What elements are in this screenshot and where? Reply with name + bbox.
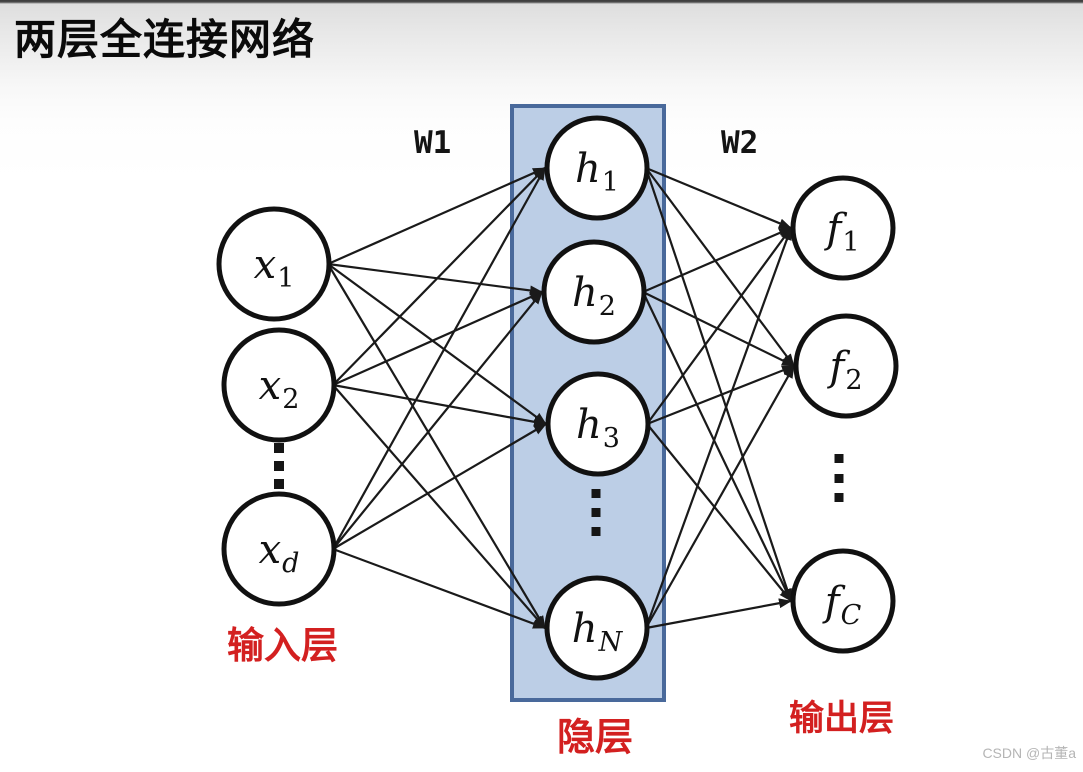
edge-x2-h1 bbox=[332, 167, 546, 386]
node-fC-circle bbox=[790, 548, 896, 654]
watermark: CSDN @古董a bbox=[982, 745, 1076, 761]
edge-h3-fC bbox=[646, 423, 792, 602]
node-x1-label: x1 bbox=[254, 242, 295, 294]
node-x2-circle bbox=[221, 327, 337, 443]
node-h2-label: h2 bbox=[572, 270, 616, 322]
input-layer-label: 输入层 bbox=[227, 625, 338, 666]
output-layer-label: 输出层 bbox=[789, 699, 895, 738]
node-xd-circle bbox=[221, 491, 337, 607]
node-x1-circle bbox=[216, 206, 332, 322]
node-fC-label: fC bbox=[822, 579, 862, 631]
node-h3-label: h3 bbox=[576, 402, 620, 454]
edge-x1-hN bbox=[327, 263, 546, 629]
edge-h3-f1 bbox=[646, 227, 792, 425]
edge-h2-f2 bbox=[642, 291, 795, 367]
ellipsis-dots-x2-xd bbox=[274, 443, 284, 489]
node-hN-label: hN bbox=[572, 606, 624, 658]
edge-x1-h1 bbox=[327, 166, 546, 266]
edge-x1-h3 bbox=[327, 263, 547, 425]
edge-h2-f1 bbox=[642, 226, 792, 294]
edge-hN-fC bbox=[645, 598, 792, 630]
edge-h1-f2 bbox=[645, 167, 795, 367]
weights-w2-label: W2 bbox=[721, 125, 759, 161]
edge-h2-fC bbox=[642, 291, 792, 602]
edge-h3-f2 bbox=[646, 364, 795, 426]
edge-h1-f1 bbox=[645, 166, 792, 230]
node-f1-circle bbox=[790, 175, 896, 281]
edge-xd-h2 bbox=[332, 291, 543, 550]
ellipsis-dots-f2-fC bbox=[834, 454, 844, 502]
hidden-layer-label: 隐层 bbox=[557, 717, 634, 759]
edge-x1-h2 bbox=[327, 262, 543, 296]
edge-hN-f2 bbox=[645, 365, 795, 629]
edge-x2-h3 bbox=[332, 383, 547, 427]
node-h3-circle bbox=[545, 371, 651, 477]
node-h1-circle bbox=[544, 115, 650, 221]
node-hN-circle bbox=[544, 575, 650, 681]
ellipsis-dots-h3-hN bbox=[591, 489, 601, 536]
edge-xd-h1 bbox=[332, 167, 546, 550]
node-h2-circle bbox=[541, 239, 647, 345]
node-f2-circle bbox=[793, 313, 899, 419]
node-x2-label: x2 bbox=[259, 363, 300, 415]
edge-xd-hN bbox=[332, 547, 546, 630]
edge-x2-hN bbox=[332, 384, 546, 629]
page-title: 两层全连接网络 bbox=[14, 16, 316, 63]
edge-xd-h3 bbox=[332, 423, 547, 550]
node-xd-label: xd bbox=[259, 527, 300, 579]
weights-w1-label: W1 bbox=[414, 125, 452, 161]
edge-x2-h2 bbox=[332, 290, 543, 387]
edge-h1-fC bbox=[644, 167, 793, 602]
edge-hN-f1 bbox=[644, 227, 793, 629]
node-h1-label: h1 bbox=[575, 146, 619, 198]
